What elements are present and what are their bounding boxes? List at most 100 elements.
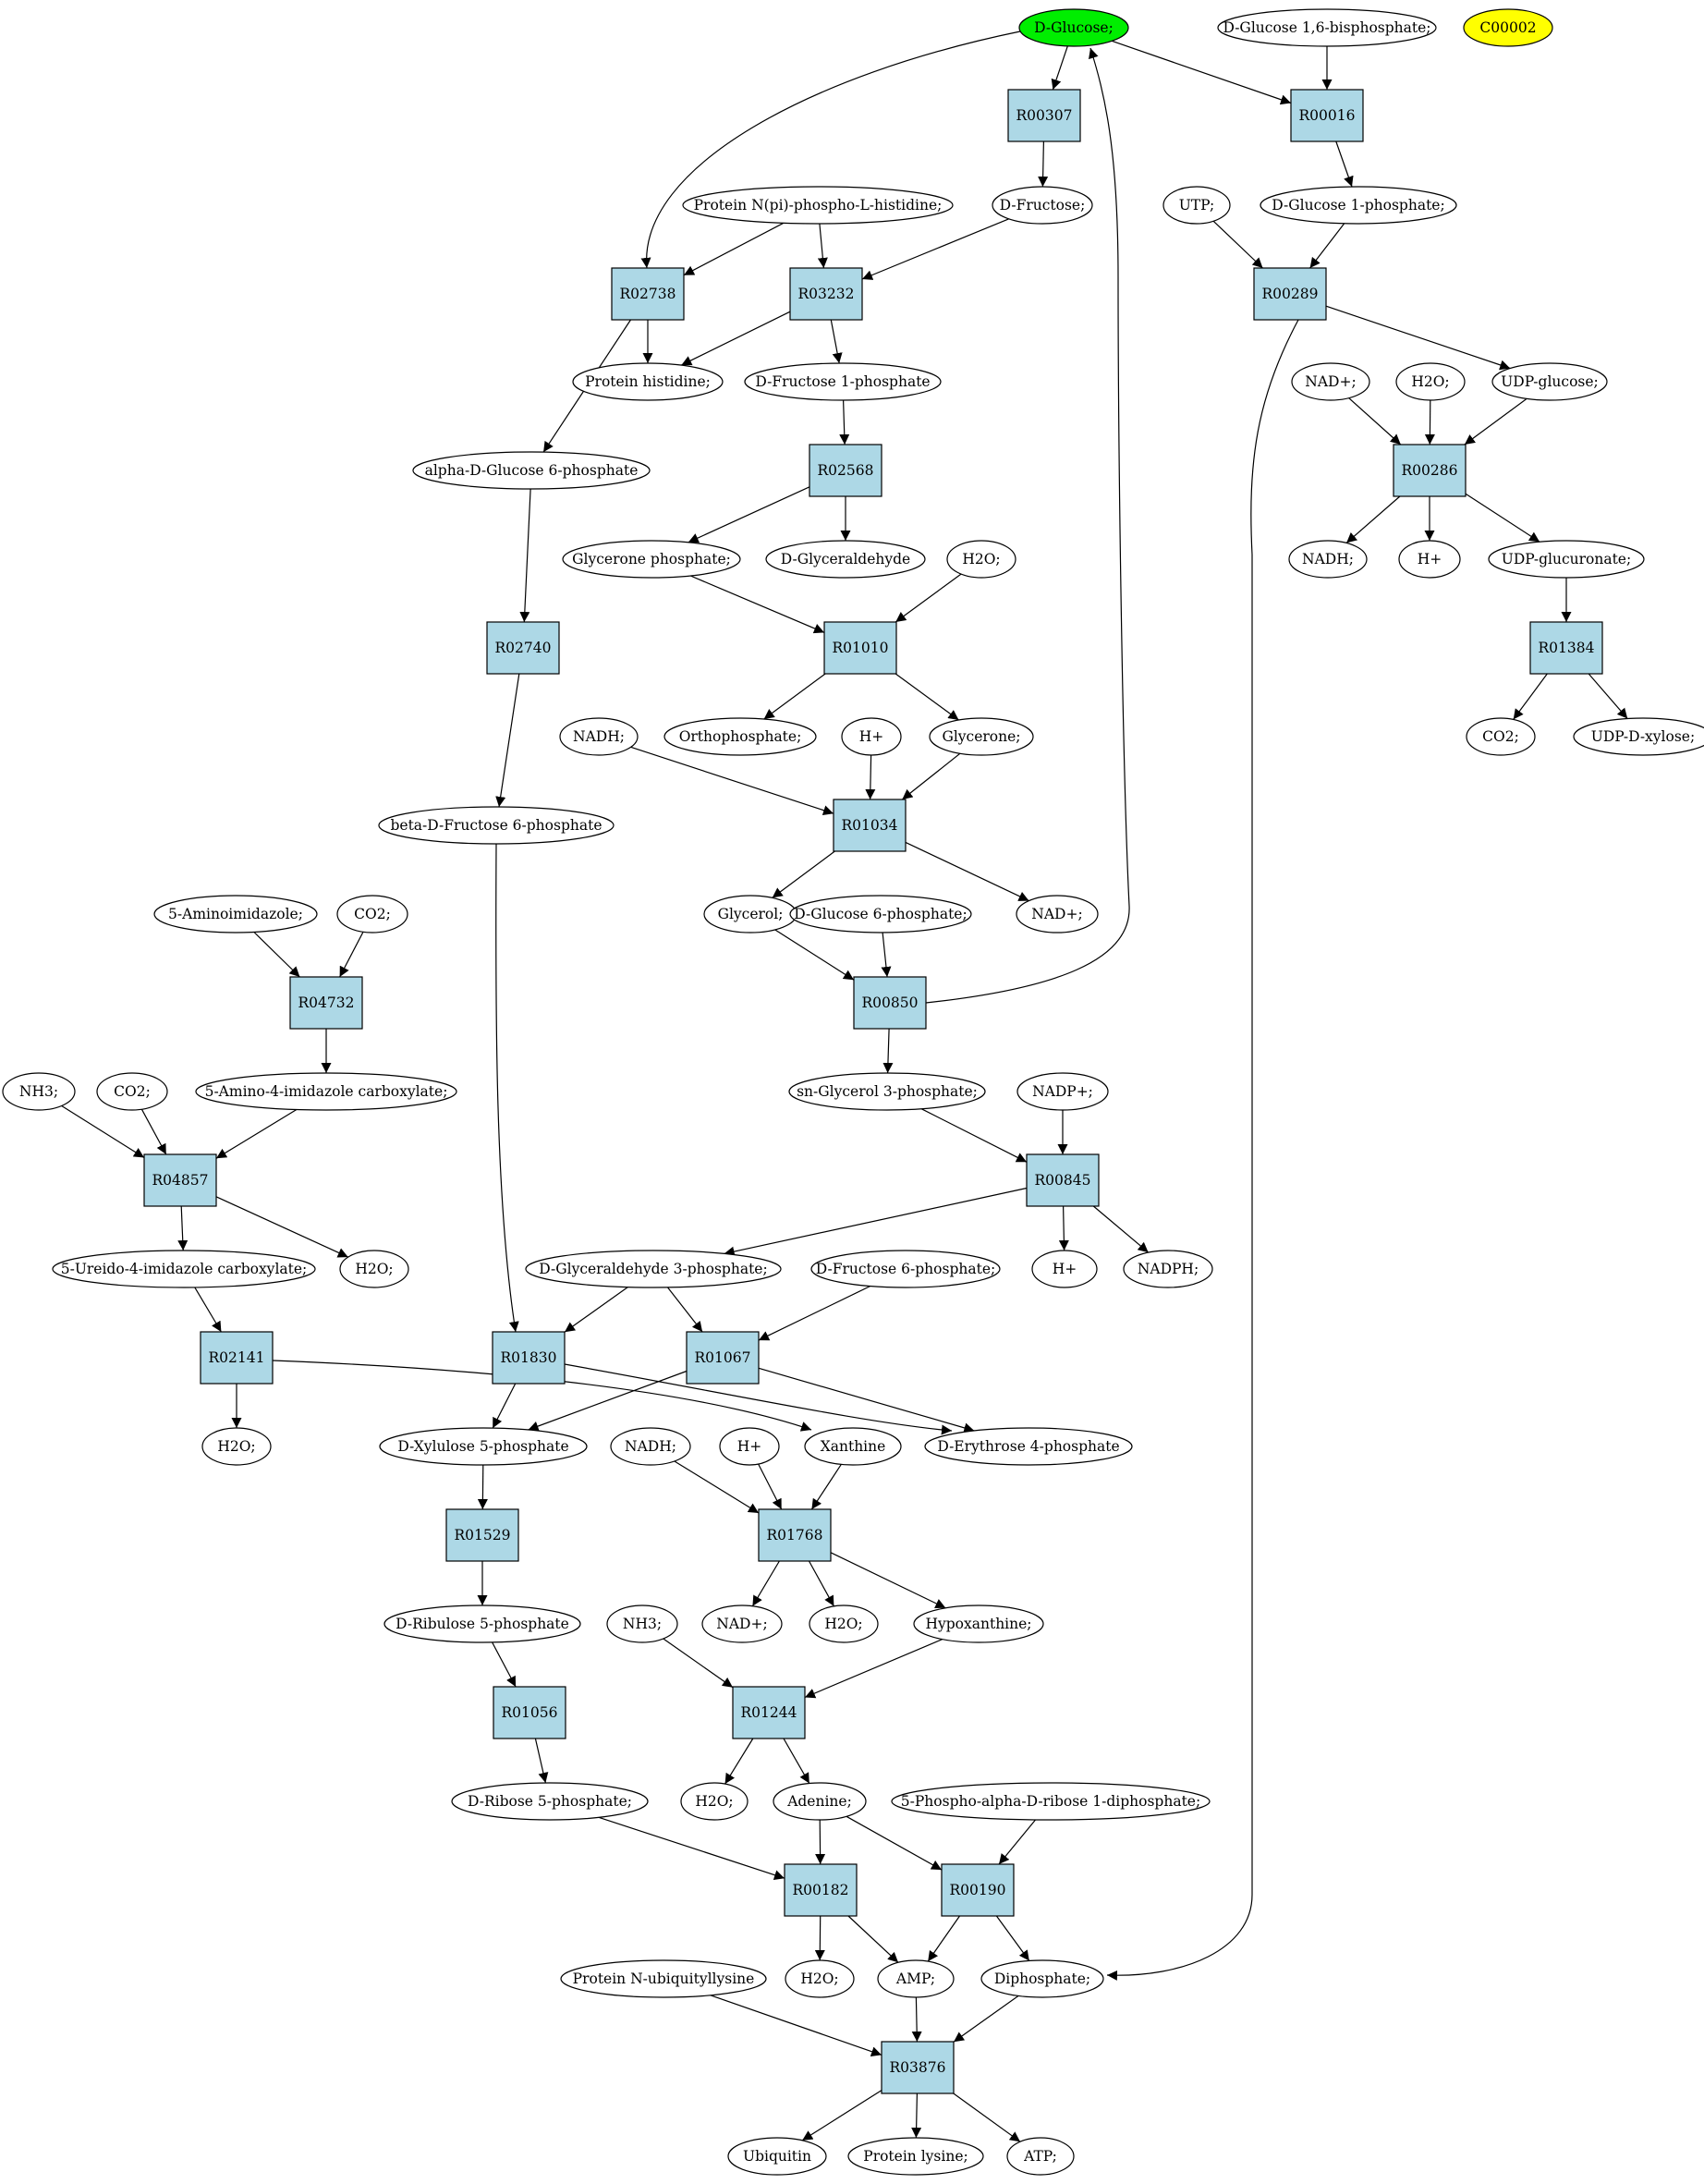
compound-node-glycerone[interactable]: Glycerone; [929,717,1034,756]
edge-R01384-to-udpxyl [1588,673,1628,719]
compound-node-nadph[interactable]: NADPH; [1123,1250,1213,1288]
compound-node-aicarb[interactable]: 5-Amino-4-imidazole carboxylate; [195,1072,457,1111]
reaction-box [784,1863,858,1917]
compound-node-dglyald[interactable]: D-Glyceraldehyde [765,540,926,579]
compound-node-hplus1[interactable]: H+ [1398,540,1461,579]
compound-node-adenine[interactable]: Adenine; [773,1782,867,1821]
compound-node-prothis[interactable]: Protein histidine; [572,362,724,401]
compound-node-co2c[interactable]: CO2; [96,1072,168,1111]
compound-node-g16bp[interactable]: D-Glucose 1,6-bisphosphate; [1217,8,1437,47]
edge-ureido-to-R02141 [194,1287,222,1333]
compound-node-hypox[interactable]: Hypoxanthine; [913,1604,1044,1643]
reaction-node-R01830[interactable]: R01830 [492,1331,566,1385]
compound-node-hplus4[interactable]: H+ [719,1427,780,1466]
compound-node-protnpi[interactable]: Protein N(pi)-phospho-L-histidine; [682,186,954,225]
compound-node-diphos[interactable]: Diphosphate; [980,1959,1104,1998]
compound-node-udpgluc[interactable]: UDP-glucuronate; [1488,540,1645,579]
compound-node-xanthine[interactable]: Xanthine [804,1427,902,1466]
compound-node-ru5p[interactable]: D-Ribulose 5-phosphate [383,1604,581,1643]
compound-node-nh3a[interactable]: NH3; [2,1072,76,1111]
compound-node-ubiquitin[interactable]: Ubiquitin [727,2137,827,2176]
compound-node-snglyc[interactable]: sn-Glycerol 3-phosphate; [788,1072,986,1111]
reaction-node-R03876[interactable]: R03876 [881,2041,955,2094]
compound-node-nadpp[interactable]: NADP+; [1016,1072,1109,1111]
compound-node-protubq[interactable]: Protein N-ubiquityllysine [560,1959,767,1998]
compound-node-nadh1[interactable]: NADH; [1288,540,1368,579]
compound-node-nadh3[interactable]: NADH; [610,1427,691,1466]
reaction-node-R00307[interactable]: R00307 [1007,89,1081,142]
compound-node-co2a[interactable]: CO2; [1466,717,1536,756]
reaction-node-R04857[interactable]: R04857 [143,1153,217,1207]
compound-node-fructose[interactable]: D-Fructose; [992,186,1093,225]
reaction-node-R01010[interactable]: R01010 [823,621,897,675]
compound-node-amp[interactable]: AMP; [877,1959,955,1998]
compound-node-prpp[interactable]: 5-Phospho-alpha-D-ribose 1-diphosphate; [891,1782,1211,1821]
reaction-node-R01067[interactable]: R01067 [686,1331,760,1385]
compound-node-glyp[interactable]: Glycerone phosphate; [562,540,741,579]
compound-node-udpxyl[interactable]: UDP-D-xylose; [1573,717,1704,756]
compound-node-aminoimid[interactable]: 5-Aminoimidazole; [153,895,318,933]
reaction-node-R01529[interactable]: R01529 [445,1508,519,1562]
compound-node-ag6p[interactable]: alpha-D-Glucose 6-phosphate [412,451,651,490]
reaction-node-R00289[interactable]: R00289 [1253,267,1327,321]
compound-node-ortho[interactable]: Orthophosphate; [663,717,817,756]
compound-node-df6p[interactable]: D-Fructose 6-phosphate; [810,1250,1001,1288]
node-label: R01768 [767,1527,823,1543]
compound-node-f1p[interactable]: D-Fructose 1-phosphate [744,362,942,401]
node-label: Hypoxanthine; [925,1616,1031,1632]
compound-node-nh3b[interactable]: NH3; [606,1604,678,1643]
compound-node-g6p[interactable]: D-Glucose 6-phosphate; [789,895,972,933]
reaction-node-R02740[interactable]: R02740 [486,621,560,675]
reaction-node-R00190[interactable]: R00190 [941,1863,1015,1917]
compound-node-glucose[interactable]: D-Glucose; [1018,8,1129,47]
compound-node-bf6p[interactable]: beta-D-Fructose 6-phosphate [378,806,615,845]
reaction-node-R00845[interactable]: R00845 [1026,1153,1100,1207]
compound-node-h2o3[interactable]: H2O; [339,1250,409,1288]
compound-node-e4p[interactable]: D-Erythrose 4-phosphate [924,1427,1133,1466]
reaction-node-R00286[interactable]: R00286 [1393,444,1467,497]
reaction-node-R02568[interactable]: R02568 [809,444,882,497]
node-label: R01010 [833,640,889,656]
compound-node-nadp1[interactable]: NAD+; [1291,362,1370,401]
compound-node-udpglc[interactable]: UDP-glucose; [1491,362,1608,401]
compound-node-glycerol[interactable]: Glycerol; [703,895,797,933]
reaction-node-R00182[interactable]: R00182 [784,1863,858,1917]
compound-node-protlys[interactable]: Protein lysine; [847,2137,984,2176]
compound-node-h2o5[interactable]: H2O; [809,1604,879,1643]
compound-node-r5p[interactable]: D-Ribose 5-phosphate; [451,1782,649,1821]
compound-node-g1p[interactable]: D-Glucose 1-phosphate; [1260,186,1457,225]
compound-node-h2o2[interactable]: H2O; [946,540,1016,579]
compound-node-h2o1[interactable]: H2O; [1395,362,1466,401]
reaction-node-R03232[interactable]: R03232 [789,267,863,321]
edge-nadh2-to-R01034 [630,746,834,816]
compound-node-utp[interactable]: UTP; [1162,186,1231,225]
compound-node-hplus3[interactable]: H+ [1031,1250,1098,1288]
compound-node-ureido[interactable]: 5-Ureido-4-imidazole carboxylate; [52,1250,316,1288]
compound-node-xu5p[interactable]: D-Xylulose 5-phosphate [379,1427,588,1466]
compound-node-h2o7[interactable]: H2O; [785,1959,855,1998]
reaction-node-R02738[interactable]: R02738 [611,267,685,321]
compound-node-atp[interactable]: ATP; [1006,2137,1075,2176]
compound-node-hplus2[interactable]: H+ [841,717,902,756]
reaction-node-R00016[interactable]: R00016 [1290,89,1364,142]
reaction-node-R02141[interactable]: R02141 [200,1331,274,1385]
reaction-node-R04732[interactable]: R04732 [289,976,363,1030]
node-label: Protein lysine; [863,2148,968,2165]
compound-node-nadh2[interactable]: NADH; [559,717,639,756]
reaction-node-R01244[interactable]: R01244 [732,1686,806,1739]
reaction-node-R01056[interactable]: R01056 [493,1686,566,1739]
node-label: D-Glucose 6-phosphate; [794,906,967,922]
compound-node-h2o6[interactable]: H2O; [680,1782,749,1821]
reaction-node-R01034[interactable]: R01034 [833,799,907,852]
compound-node-nadp3[interactable]: NAD+; [701,1604,783,1643]
node-label: Xanthine [821,1438,886,1455]
compound-node-co2b[interactable]: CO2; [336,895,408,933]
reaction-node-R01384[interactable]: R01384 [1529,621,1603,675]
reaction-node-R01768[interactable]: R01768 [758,1508,832,1562]
compound-node-dga3p[interactable]: D-Glyceraldehyde 3-phosphate; [525,1250,782,1288]
node-label: H+ [1053,1261,1077,1277]
compound-node-c00002[interactable]: C00002 [1463,8,1553,47]
compound-node-h2o4[interactable]: H2O; [201,1427,272,1466]
compound-node-nadp2[interactable]: NAD+; [1016,895,1099,933]
reaction-node-R00850[interactable]: R00850 [853,976,927,1030]
